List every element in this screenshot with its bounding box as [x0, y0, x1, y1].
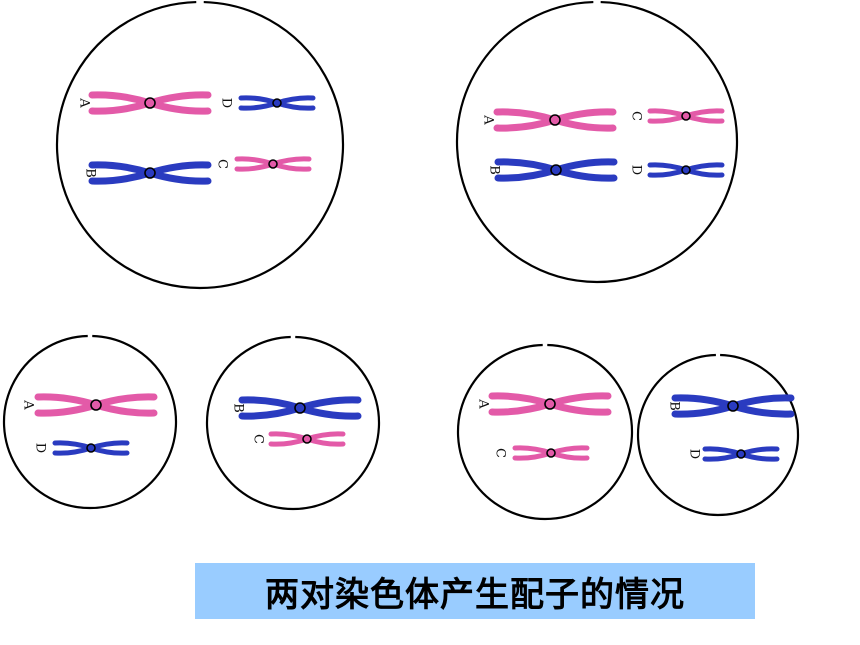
chromosome-label: B	[83, 168, 98, 178]
chromosome-label: C	[251, 434, 266, 444]
chromosome-b	[88, 161, 212, 185]
chromosome-label: A	[481, 114, 496, 125]
chromosome-label: C	[215, 159, 230, 169]
centromere	[546, 448, 556, 458]
chromosome-d	[702, 446, 780, 462]
chromosome-d	[238, 95, 316, 111]
centromere	[681, 111, 691, 121]
centromere	[90, 399, 102, 411]
cell-1: A D B C	[55, 0, 345, 290]
chromosome-c	[647, 108, 725, 124]
centromere	[302, 434, 312, 444]
chromosome-c	[268, 431, 346, 447]
chromosome-d	[647, 162, 725, 178]
chromosome-label: D	[33, 443, 48, 453]
chromosome-label: C	[629, 111, 644, 121]
centromere	[144, 167, 156, 179]
cell-4: BC	[205, 335, 381, 511]
centromere	[272, 98, 282, 108]
cell-membrane	[55, 0, 345, 290]
cell-6: BD	[636, 353, 800, 517]
cell-membrane	[2, 334, 178, 510]
chromosome-label: A	[476, 398, 491, 409]
chromosome-label: D	[219, 98, 234, 108]
chromosome-b	[238, 396, 362, 420]
cell-5: AC	[456, 343, 634, 521]
chromosome-a	[88, 91, 212, 115]
cell-membrane	[455, 0, 739, 284]
chromosome-b	[494, 158, 618, 182]
centromere	[549, 114, 561, 126]
centromere	[144, 97, 156, 109]
chromosome-a	[493, 108, 617, 132]
chromosome-label: C	[493, 448, 508, 458]
chromosome-label: B	[667, 401, 682, 411]
cell-3: AD	[2, 334, 178, 510]
chromosome-a	[488, 392, 612, 416]
chromosome-c	[512, 445, 590, 461]
cell-2: A C B D	[455, 0, 739, 284]
chromosome-a	[34, 393, 158, 417]
chromosome-c	[234, 156, 312, 172]
centromere	[681, 165, 691, 175]
centromere	[550, 164, 562, 176]
chromosome-label: B	[231, 403, 246, 413]
chromosome-label: A	[21, 399, 36, 410]
centromere	[86, 443, 96, 453]
centromere	[268, 159, 278, 169]
centromere	[294, 402, 306, 414]
cell-membrane	[456, 343, 634, 521]
chromosome-label: D	[687, 449, 702, 459]
centromere	[727, 400, 739, 412]
caption-banner: 两对染色体产生配子的情况	[195, 563, 755, 619]
chromosome-label: B	[487, 165, 502, 175]
cell-membrane	[205, 335, 381, 511]
chromosome-label: A	[77, 97, 92, 108]
cell-membrane	[636, 353, 800, 517]
chromosome-label: D	[629, 165, 644, 175]
centromere	[544, 398, 556, 410]
chromosome-d	[52, 440, 130, 456]
chromosome-b	[671, 394, 795, 418]
centromere	[736, 449, 746, 459]
